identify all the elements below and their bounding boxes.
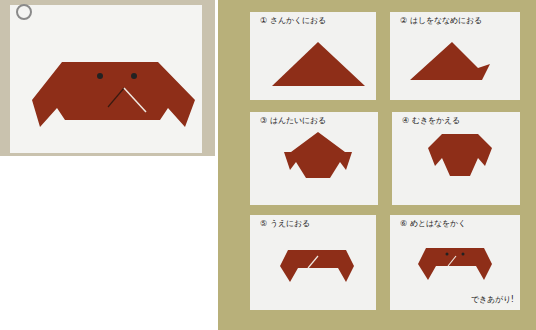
fold-line	[308, 256, 318, 268]
card-paper	[390, 12, 520, 100]
step-card: ④ むきをかえる	[392, 112, 520, 205]
fold-line	[108, 88, 124, 107]
card-paper	[250, 112, 378, 205]
step-instruction: ② はしをななめにおる	[400, 16, 514, 26]
dog-eye	[97, 73, 103, 79]
step-card: ⑤ うえにおる	[250, 215, 376, 310]
binder-ring	[17, 5, 31, 19]
origami-step	[410, 42, 490, 80]
dog-eye	[462, 253, 465, 256]
origami-step	[418, 248, 492, 280]
step-card: ① さんかくにおる	[250, 12, 376, 100]
step-instruction: ④ むきをかえる	[402, 116, 514, 126]
step-instruction: ⑤ うえにおる	[260, 219, 370, 229]
step-card: ② はしをななめにおる	[390, 12, 520, 100]
photo-ground	[0, 0, 215, 156]
origami-step	[284, 132, 352, 178]
step-card: ⑥ めとはなをかくできあがり!	[390, 215, 520, 310]
step-instruction: ⑥ めとはなをかく	[400, 219, 514, 229]
card-paper	[390, 215, 520, 310]
origami-step	[272, 42, 365, 86]
dog-eye	[446, 253, 449, 256]
card-paper	[10, 5, 202, 153]
card-paper	[250, 215, 376, 310]
card-paper	[392, 112, 520, 205]
origami-dog	[32, 62, 195, 127]
board-ground	[218, 0, 536, 330]
step-instruction: ① さんかくにおる	[260, 16, 370, 26]
card-paper	[250, 12, 376, 100]
fold-line	[124, 88, 146, 112]
finish-note: できあがり!	[471, 295, 514, 305]
blank-ground	[0, 156, 218, 330]
step-instruction: ③ はんたいにおる	[260, 116, 372, 126]
origami-step	[428, 134, 492, 176]
step-card: ③ はんたいにおる	[250, 112, 378, 205]
dog-eye	[131, 73, 137, 79]
origami-step	[280, 250, 354, 282]
fold-line	[448, 256, 456, 266]
